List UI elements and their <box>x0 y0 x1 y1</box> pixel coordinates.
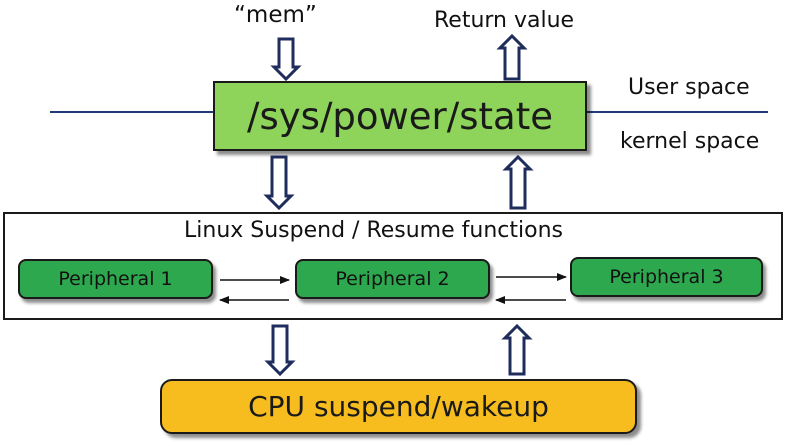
return-value-label: Return value <box>434 8 575 33</box>
peripheral-1-box: Peripheral 1 <box>18 259 213 299</box>
cpu-suspend-wakeup-label: CPU suspend/wakeup <box>248 390 549 423</box>
user-space-label: User space <box>628 75 750 100</box>
kernel-space-label: kernel space <box>620 129 760 154</box>
peripheral-2-label: Peripheral 2 <box>335 268 450 290</box>
peripheral-1-label: Peripheral 1 <box>58 268 173 290</box>
cpu-suspend-wakeup-box: CPU suspend/wakeup <box>160 379 637 434</box>
return-value-up-arrow <box>496 33 528 81</box>
sys-power-state-label: /sys/power/state <box>247 94 553 138</box>
sys-power-state-box: /sys/power/state <box>213 81 587 151</box>
mem-label: “mem” <box>234 2 317 28</box>
cpu-down-arrow <box>264 324 296 377</box>
peripheral-3-box: Peripheral 3 <box>570 257 763 297</box>
mem-down-arrow <box>270 37 302 82</box>
peripheral-2-box: Peripheral 2 <box>295 259 490 299</box>
suspend-resume-title: Linux Suspend / Resume functions <box>184 218 563 243</box>
cpu-up-arrow <box>501 323 533 376</box>
sysfs-up-arrow <box>502 154 534 210</box>
peripheral-3-label: Peripheral 3 <box>609 266 724 288</box>
sysfs-down-arrow <box>263 155 295 211</box>
